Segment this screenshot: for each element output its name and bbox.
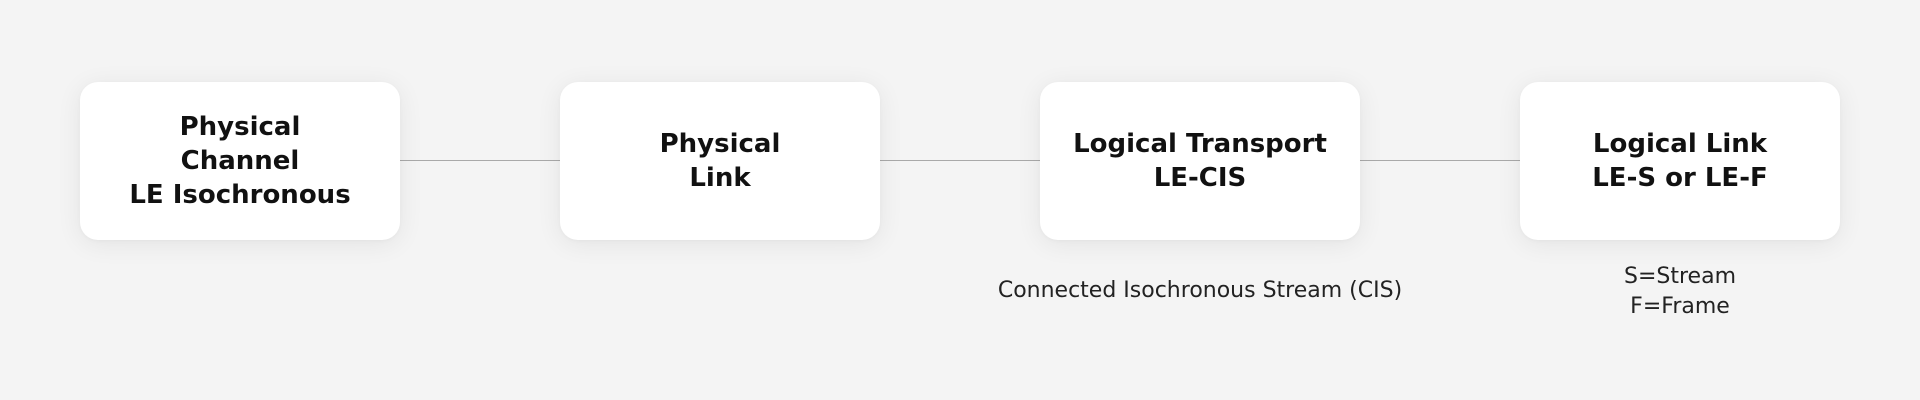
node-label-line: Physical xyxy=(659,129,781,159)
node-label-line: LE-CIS xyxy=(1153,163,1247,193)
caption-logical-transport: Connected Isochronous Stream (CIS) xyxy=(960,276,1440,306)
node-label-line: Logical Transport xyxy=(1073,129,1327,159)
connector-physical-channel-to-physical-link xyxy=(400,160,562,161)
node-label-line: Link xyxy=(689,163,751,193)
caption-line: F=Frame xyxy=(1630,294,1730,319)
node-label-line: LE-S or LE-F xyxy=(1592,163,1768,193)
node-label-line: Logical Link xyxy=(1592,129,1768,159)
connector-logical-transport-to-logical-link xyxy=(1360,160,1522,161)
caption-line: Connected Isochronous Stream (CIS) xyxy=(997,278,1403,303)
node-label-line: LE Isochronous xyxy=(129,180,351,210)
node-physical-channel: Physical Channel LE Isochronous xyxy=(80,82,400,240)
node-physical-link: Physical Link xyxy=(560,82,880,240)
node-logical-link: Logical Link LE-S or LE-F xyxy=(1520,82,1840,240)
node-label-line: Physical xyxy=(179,112,301,142)
node-logical-transport: Logical Transport LE-CIS xyxy=(1040,82,1360,240)
caption-logical-link: S=Stream F=Frame xyxy=(1520,262,1840,322)
node-label-line: Channel xyxy=(180,146,300,176)
connector-physical-link-to-logical-transport xyxy=(880,160,1042,161)
caption-line: S=Stream xyxy=(1624,264,1736,289)
